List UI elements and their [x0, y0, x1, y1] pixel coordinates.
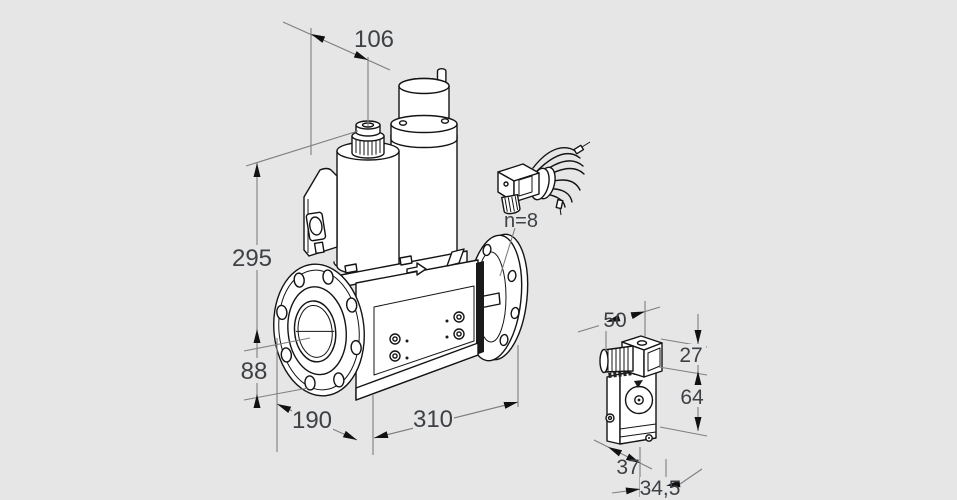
- inlet-flange: [273, 263, 365, 397]
- flange-bolt-hole: [482, 243, 492, 257]
- cable-gland: [599, 345, 634, 374]
- dim-depth-label: 190: [292, 407, 332, 434]
- pressure-switch-side-view: 50 27 64 37 34,5: [577, 301, 708, 500]
- dim-bottom-width-label: 34,5: [640, 477, 681, 500]
- valve-isometric-view: 106 295 88 190 310 n=8: [232, 21, 591, 455]
- dim-connector-height-label: 27: [679, 344, 702, 367]
- dim-axis-height-label: 88: [241, 358, 268, 385]
- dial-pointer-icon: [634, 380, 643, 388]
- flange-bolt-holes: [276, 269, 362, 391]
- dim-total-height-label: 295: [232, 245, 272, 272]
- dim-top-offset-label: 106: [354, 26, 394, 53]
- bolt-count-leader: [499, 227, 516, 277]
- switch-connector-box: [621, 335, 663, 378]
- terminal-box: [303, 167, 338, 257]
- body-bottom-rib: [355, 342, 479, 401]
- pressure-taps: [389, 311, 465, 362]
- side-panel: [373, 285, 475, 376]
- flange-bolt-hole: [499, 333, 509, 347]
- flange-bolt-hole: [507, 269, 517, 283]
- wire-pin: [555, 198, 564, 210]
- valve-body: [355, 248, 484, 401]
- dim-top-width-label: 50: [603, 309, 626, 332]
- flow-direction-arrow-icon: [406, 262, 427, 276]
- dim-switch-depth-label: 37: [616, 456, 639, 479]
- main-dimensions: 106 295 88 190 310 n=8: [232, 21, 538, 455]
- cable-plug: [497, 141, 591, 216]
- solenoid-v2: [390, 68, 458, 267]
- dim-body-height-label: 64: [680, 386, 704, 409]
- plug-nut: [501, 194, 521, 215]
- bolt-count-label: n=8: [504, 210, 538, 232]
- adjustment-cap: [351, 120, 385, 159]
- switch-body: [605, 367, 657, 445]
- dim-length-label: 310: [413, 406, 453, 433]
- body-notch-mark: [446, 248, 465, 267]
- wire-pin: [573, 144, 585, 155]
- side-dimensions: 50 27 64 37 34,5: [577, 301, 708, 500]
- flange-bolt-hole: [510, 306, 520, 320]
- connector-window: [647, 347, 661, 372]
- plug-window: [518, 175, 533, 197]
